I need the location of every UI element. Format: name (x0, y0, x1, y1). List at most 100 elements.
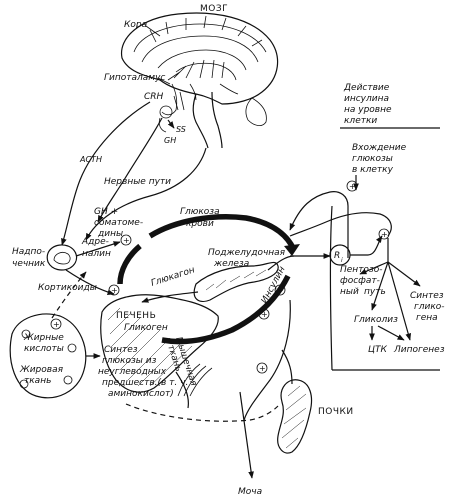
glycogen-synth-label-1: Синтез (410, 291, 444, 301)
glucagon-arrow (141, 291, 199, 303)
blood-glucose-label-2: крови (186, 219, 214, 229)
corticoids-arrow (65, 269, 115, 295)
blood-glucose-label-1: Глюкоза (180, 207, 220, 217)
gh-arrow (97, 117, 163, 223)
cortex-label: Кора (124, 20, 147, 30)
insulin-action-label-1: Действие (343, 83, 390, 93)
urine-label: Моча (238, 487, 262, 497)
blood-glucose-loop-top (148, 214, 297, 252)
insulin-action-label-4: клетки (344, 116, 377, 126)
hypothalamus-label: Гипоталамус (104, 73, 165, 83)
cortex-pointer (145, 25, 161, 37)
pancreas-label-2: железа (213, 259, 249, 269)
adipose-to-adrenal-arrow (51, 271, 87, 319)
receptor-signal-arrow (350, 235, 383, 256)
fatty-label-1: Жирные (23, 333, 64, 343)
insulin-action-label-2: инсулина (344, 94, 389, 104)
kidney-to-urine-arrow (239, 391, 254, 479)
adrenaline-arrow (75, 241, 121, 257)
glycolysis-branch (371, 261, 389, 311)
glucose-entry-label-2: глюкозы (352, 154, 393, 164)
adrenal-label-1: Надпо- (12, 247, 45, 257)
fatty-label-2: кислоты (24, 344, 64, 354)
lipogenesis-label: Липогенез (393, 345, 445, 355)
plus-sign: + (277, 286, 284, 295)
plus-marker (274, 284, 286, 296)
plus-marker (378, 228, 390, 240)
glucagon-label: Глюкагон (150, 265, 196, 289)
synthesis-label-4: предшеств.(в т. ч. (102, 378, 188, 388)
bottom-return-dash (125, 403, 279, 422)
nerve-paths-label: Нервные пути (104, 177, 171, 187)
blood-glucose-loop-left (117, 243, 142, 285)
adrenal-label-2: чечник (12, 259, 46, 269)
plus-marker (258, 308, 270, 320)
plus-sign: + (259, 364, 266, 373)
crh-label: CRH (144, 92, 164, 102)
plus-sign: + (349, 182, 356, 191)
pentose-label-3: ный (340, 287, 359, 297)
nerve-arrow (85, 147, 207, 241)
hypothalamus-pointer (157, 77, 171, 85)
plus-marker (50, 318, 62, 330)
insulin-action-label-3: на уровне (344, 105, 392, 115)
glycogen-synth-label-2: глико- (414, 302, 445, 312)
adrenal-gland-illustration (46, 244, 78, 271)
insulin-to-entry-path (289, 191, 349, 258)
pancreas-illustration (193, 261, 279, 303)
synthesis-label-2: глюкозы из (102, 356, 157, 366)
insulin-arrow (267, 255, 295, 271)
brain-illustration (120, 12, 279, 149)
ss-label: SS (176, 125, 186, 134)
plus-sign: + (261, 310, 268, 319)
plus-sign: + (123, 236, 130, 245)
plus-marker (256, 362, 268, 374)
brain-label: МОЗГ (200, 4, 228, 14)
pentose-label-2: фосфат- (340, 276, 380, 286)
kidney-input-line (281, 349, 293, 385)
pentose-label-1: Пентозо- (340, 265, 382, 275)
gh-somato-label-1: GH + (94, 207, 118, 217)
liver-label: ПЕЧЕНЬ (116, 311, 156, 321)
glucose-to-kidney-path (243, 299, 291, 421)
adipose-tissue-illustration (9, 313, 87, 399)
cell-membrane-line (329, 205, 333, 371)
liver-illustration (100, 294, 219, 409)
loop-arrowhead (284, 244, 300, 256)
glucose-entry-label-3: в клетку (352, 165, 394, 175)
acth-arrow (61, 101, 151, 246)
plus-marker (120, 234, 132, 246)
synthesis-label-1: Синтез (104, 345, 138, 355)
glycogen-synthesis-branch (387, 261, 421, 287)
tca-label: ЦТК (368, 345, 387, 355)
blood-glucose-loop-bottom (161, 274, 291, 345)
cell-uptake-path (289, 212, 392, 237)
adrenaline-label-1: Адре- (81, 237, 109, 247)
adipose-label-2: ткань (24, 376, 51, 386)
adrenaline-label-2: налин (82, 249, 111, 259)
pentose-branch (359, 261, 389, 275)
receptor-subscript: i (341, 257, 343, 264)
glycolysis-to-lipogenesis-arrow (377, 325, 405, 341)
lipogenesis-branch (387, 261, 412, 341)
glycogen-synth-label-3: гена (416, 313, 438, 323)
muscle-illustration (177, 363, 213, 397)
gh-label: GH (164, 136, 176, 145)
plus-marker (346, 180, 358, 192)
receptor-label: R (334, 251, 340, 261)
plus-sign: + (381, 230, 388, 239)
plus-sign: + (53, 320, 60, 329)
corticoids-label: Кортикоиды (38, 283, 97, 293)
adipose-label-1: Жировая (19, 365, 64, 375)
glucose-entry-label-1: Вхождение (352, 143, 407, 153)
gh-somato-label-2: соматоме- (94, 218, 143, 228)
kidneys-label: ПОЧКИ (318, 407, 354, 417)
pancreas-label-1: Поджелудочная (208, 248, 286, 258)
kidney-illustration (277, 379, 313, 454)
synthesis-label-5: аминокислот) (108, 389, 174, 399)
glycogen-label: Гликоген (124, 323, 168, 333)
glycolysis-label: Гликолиз (354, 315, 398, 325)
gh-somato-label-3: дины (97, 229, 123, 239)
